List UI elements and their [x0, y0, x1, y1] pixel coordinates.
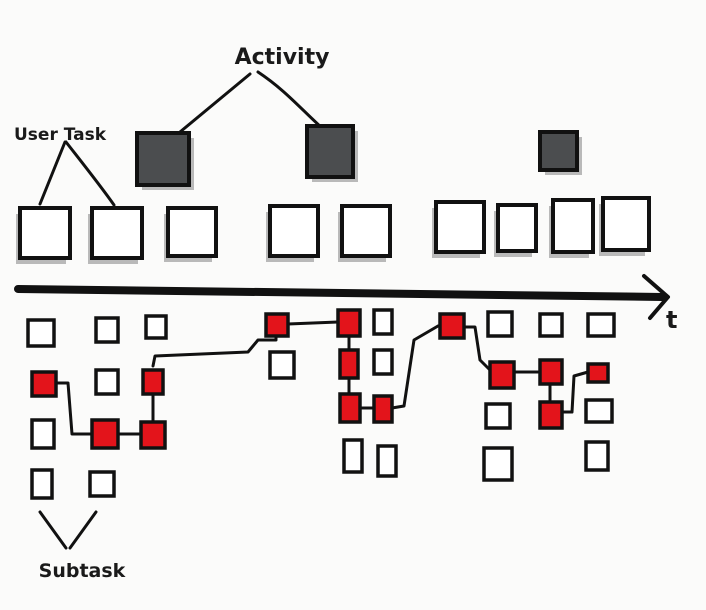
user-task-card	[266, 204, 320, 262]
subtask-card	[484, 402, 512, 430]
subtask-card	[30, 468, 54, 500]
subtask-card-highlighted	[30, 370, 58, 398]
user-task-card	[432, 200, 486, 258]
subtask-card-highlighted	[372, 394, 394, 424]
subtask-card	[486, 310, 514, 338]
user-task-label: User Task	[14, 125, 107, 145]
subtask-label: Subtask	[39, 560, 126, 582]
activity-card	[135, 131, 194, 190]
subtask-card	[372, 308, 394, 336]
activity-row	[135, 124, 582, 190]
user-task-card	[88, 206, 144, 264]
subtask-connectors	[38, 510, 98, 550]
user-task-card	[338, 204, 392, 262]
subtask-card	[26, 318, 56, 348]
subtask-card	[376, 444, 398, 478]
subtask-card-highlighted	[336, 308, 362, 338]
subtask-card	[342, 438, 364, 474]
subtask-card	[144, 314, 168, 340]
timeline-arrow	[14, 274, 670, 320]
activity-card	[538, 130, 582, 175]
subtask-card-highlighted	[538, 400, 564, 430]
subtask-card	[94, 316, 120, 344]
user-task-card	[16, 206, 72, 264]
subtask-card-highlighted	[338, 392, 362, 424]
subtask-card-highlighted	[538, 358, 564, 386]
subtask-card	[586, 312, 616, 338]
subtask-card-highlighted	[141, 368, 165, 396]
subtask-card-highlighted	[586, 362, 610, 384]
subtask-card	[94, 368, 120, 396]
subtask-card	[88, 470, 116, 498]
user-task-card	[599, 196, 651, 256]
subtask-card-highlighted	[338, 348, 360, 380]
user-task-row	[16, 196, 651, 264]
time-axis-label: t	[666, 306, 677, 334]
subtask-card-highlighted	[264, 312, 290, 338]
user-task-connectors	[38, 140, 116, 207]
subtask-card	[584, 440, 610, 472]
activity-label: Activity	[235, 45, 330, 70]
subtask-card-highlighted	[488, 360, 516, 390]
subtask-card	[372, 348, 394, 376]
subtask-grid	[26, 308, 616, 500]
user-task-card	[164, 206, 218, 262]
release-path	[54, 320, 590, 436]
subtask-card-highlighted	[438, 312, 466, 340]
activity-connectors	[178, 70, 324, 134]
activity-card	[305, 124, 358, 182]
subtask-card	[584, 398, 614, 424]
subtask-card	[30, 418, 56, 450]
user-task-card	[494, 203, 538, 257]
subtask-card-highlighted	[90, 418, 120, 450]
subtask-card-highlighted	[139, 420, 167, 450]
subtask-card	[538, 312, 564, 338]
subtask-card	[268, 350, 296, 380]
subtask-card	[482, 446, 514, 482]
user-task-card	[549, 198, 595, 258]
